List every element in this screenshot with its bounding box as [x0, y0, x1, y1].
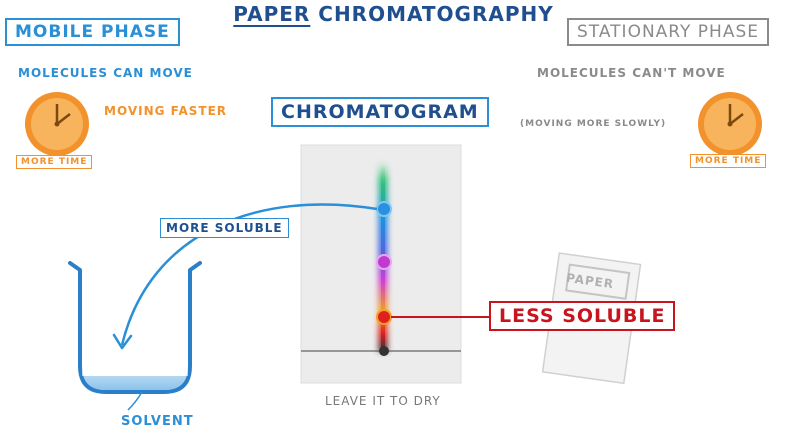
- beaker: [70, 263, 200, 410]
- clock-icon-left: [25, 92, 89, 156]
- purple-spot: [377, 255, 391, 269]
- solvent-label: Solvent: [121, 414, 194, 429]
- red-spot: [377, 310, 391, 324]
- clock-label-right: More time: [690, 154, 766, 168]
- blue-spot: [377, 202, 391, 216]
- origin-spot: [379, 346, 389, 356]
- less-soluble-label: Less soluble: [489, 301, 675, 331]
- chromatogram-caption: Leave it to dry: [325, 394, 441, 408]
- clock-icon-right: [698, 92, 762, 156]
- more-soluble-label: More soluble: [160, 218, 289, 238]
- clock-label-left: More time: [16, 155, 92, 169]
